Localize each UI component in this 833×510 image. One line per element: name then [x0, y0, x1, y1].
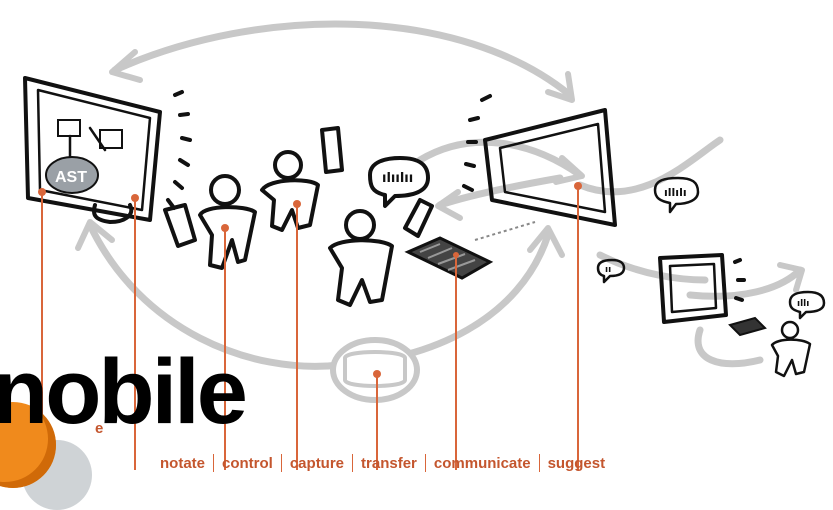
bubble-right-small-text: ıı — [605, 265, 611, 275]
left-display: AST — [25, 78, 160, 222]
storage-cylinder — [333, 340, 417, 400]
function-labels: notate control capture transfer communic… — [160, 452, 605, 474]
bubble-left-text: ılıılıı — [382, 171, 413, 186]
phone-left — [165, 205, 195, 246]
keyboard — [408, 238, 490, 278]
label-control: control — [222, 455, 273, 472]
person-2 — [262, 128, 342, 230]
bubble-right-bottom-text: ıllı — [797, 299, 809, 309]
person-3 — [330, 211, 392, 305]
overlay-title: nobile — [0, 346, 245, 438]
label-suggest: suggest — [548, 455, 606, 472]
person-1 — [200, 176, 255, 268]
label-divider — [281, 454, 282, 472]
phone-center — [405, 200, 432, 236]
label-divider — [213, 454, 214, 472]
speech-bubble-right-bottom: ıllı — [790, 292, 824, 318]
center-display — [475, 110, 615, 240]
sketch-illustration: AST ılıılıı — [0, 0, 833, 478]
label-capture: capture — [290, 455, 344, 472]
bubble-right-top-text: ıllılı — [664, 186, 687, 199]
label-communicate: communicate — [434, 455, 531, 472]
label-divider — [352, 454, 353, 472]
left-ticks — [168, 92, 190, 208]
label-annotate: notate — [160, 455, 205, 472]
person-4 — [772, 322, 810, 376]
top-arc-arrow — [112, 24, 572, 100]
label-transfer: transfer — [361, 455, 417, 472]
label-divider — [539, 454, 540, 472]
screen-text: AST — [55, 169, 87, 186]
label-divider — [425, 454, 426, 472]
